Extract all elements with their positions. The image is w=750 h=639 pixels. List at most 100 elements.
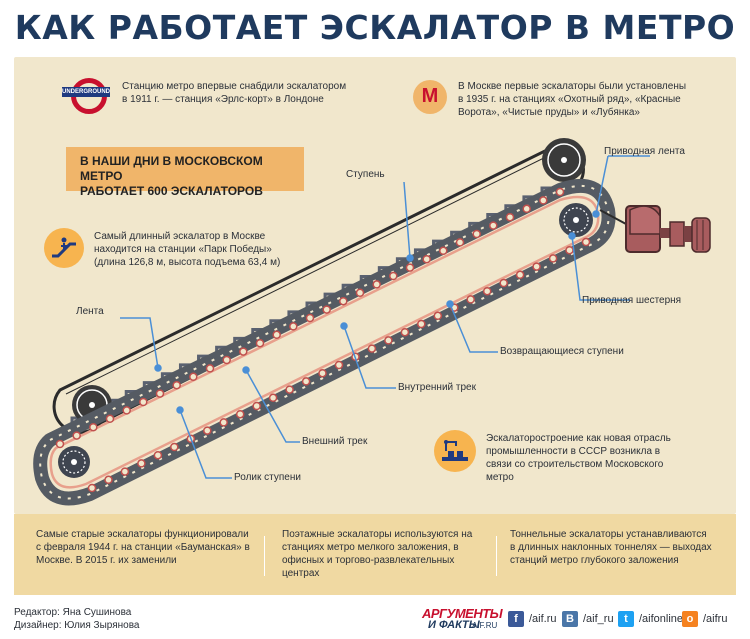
step-roller [405,263,415,272]
twitter-icon: t [618,611,634,627]
step-roller [433,311,443,321]
step-roller [104,475,113,485]
step-roller [239,347,248,356]
step-chain-track [33,179,616,506]
longest-escalator-fact: Самый длинный эскалатор в Москве находит… [94,231,281,268]
step-roller [189,372,198,382]
step-rollers [55,187,591,493]
inner-track-line [49,195,600,489]
step-roller [522,204,531,214]
step-roller [272,330,281,340]
step-roller [55,439,65,449]
step-roller [322,305,331,314]
step-roller [305,313,315,323]
step-roller [539,196,548,205]
top-left-fact: Станцию метро впервые снабдили эскалатор… [122,81,347,105]
step-roller [384,336,393,345]
step-roller [367,344,377,353]
vk-icon: В [562,611,578,627]
step-roller [389,271,398,281]
step-roller [400,327,410,337]
aif-logo[interactable]: АРГУМЕНТЫ И ФАКТЫ AIF.RU [422,606,503,631]
step-roller [339,296,348,306]
label-inner-track: Внутренний трек [398,382,476,393]
step-roller [318,368,327,378]
step-roller [532,262,541,271]
step-roller [505,212,515,222]
step-roller [555,187,565,197]
step-roller [139,397,148,407]
step-roller [222,355,231,365]
step-roller [155,389,165,398]
step-roller [439,246,448,256]
top-right-fact: В Москве первые эскалаторы были установл… [458,81,687,118]
label-outer-track: Внешний трек [302,436,368,447]
label-step-roller: Ролик ступени [234,472,301,483]
label-drive-belt: Приводная лента [604,146,685,157]
step-roller [455,238,465,247]
step-roller [172,380,181,390]
step-roller [334,360,344,370]
step-roller [268,393,278,403]
label-returning-steps: Возвращающиеся ступени [500,346,624,357]
fact-oldest: Самые старые эскалаторы функционировали … [36,529,250,566]
escalator-person-icon [52,237,76,258]
step-roller [581,237,591,247]
step-roller [548,254,558,263]
social-ok[interactable]: о /aifru [682,610,727,628]
odnoklassniki-icon: о [682,611,698,627]
step-roller [472,229,481,239]
underground-logo: UNDERGROUND [62,76,110,114]
callout-lines [120,155,650,479]
step-roller [235,409,245,419]
step-roller [205,364,215,373]
step-roller [372,280,381,289]
step-roller [255,338,265,348]
step-roller [120,467,130,476]
step-roller [137,459,146,468]
step-roller [565,245,574,255]
step-roller [203,426,212,435]
step-roller [289,322,298,331]
step-roller [417,319,426,329]
assembly-line-icon [442,440,468,461]
step-roller [219,418,228,427]
drive-motor [599,205,711,253]
industry-fact: Эскалаторостроение как новая отрасль про… [486,433,671,483]
step-roller [122,406,131,415]
step-roller [515,270,525,280]
page-title: КАК РАБОТАЕТ ЭСКАЛАТОР В МЕТРО [14,8,736,47]
step-roller [72,431,81,440]
step-roller [170,442,179,452]
facebook-icon: f [508,611,524,627]
step-roller [482,286,492,296]
step-roller [355,288,365,298]
step-roller [285,385,294,394]
step-roller [489,221,498,230]
step-roller [301,377,311,386]
step-roller [499,278,508,288]
divider [496,536,497,576]
step-roller [105,414,115,424]
step-roller [87,483,97,493]
divider [264,536,265,576]
credits: Редактор: Яна Сушинова Дизайнер: Юлия Зы… [14,607,140,631]
factory-icon [434,430,476,472]
escalator-icon [44,228,84,268]
label-belt: Лента [76,306,104,317]
step-roller [153,450,163,460]
label-drive-gear: Приводная шестерня [582,295,682,306]
step-roller [89,422,98,432]
underground-logo-text: UNDERGROUND [62,87,110,97]
fact-tunnel-escalators: Тоннельные эскалаторы устанавливаются в … [510,529,712,566]
social-twitter[interactable]: t /aifonline [618,610,683,628]
metro-m-icon: М [421,85,439,107]
social-facebook[interactable]: f /aif.ru [508,610,557,628]
facts-strip: Самые старые эскалаторы функционировали … [14,514,736,595]
social-vk[interactable]: В /aif_ru [562,610,614,628]
step-roller [466,295,475,304]
label-step: Ступень [346,169,385,180]
fact-floor-escalators: Поэтажные эскалаторы используются на ста… [282,529,473,579]
